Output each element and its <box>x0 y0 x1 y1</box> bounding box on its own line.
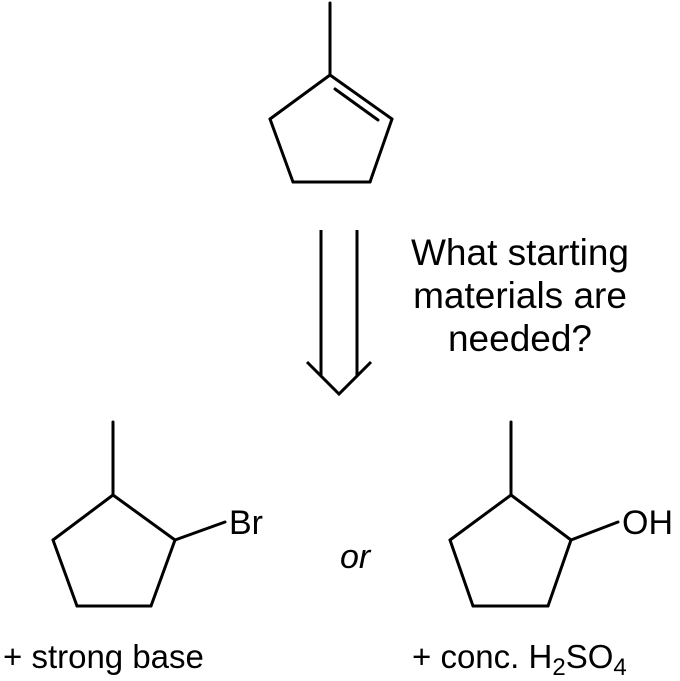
methylcyclopentanol-icon <box>448 420 620 608</box>
ring-bond <box>328 73 394 121</box>
ring-bond <box>51 538 79 608</box>
ring-bond <box>111 493 177 542</box>
acid-subscript-2: 2 <box>552 654 566 681</box>
question-line-2: materials are <box>413 275 627 316</box>
question-text: What starting materials are needed? <box>402 231 638 360</box>
ring-bond <box>368 117 394 184</box>
ring-bond <box>51 493 115 542</box>
ring-bond <box>268 73 332 121</box>
hydroxyl-label: OH <box>622 504 673 542</box>
acid-middle: SO <box>565 638 614 675</box>
ring-bond <box>149 538 177 608</box>
ring-bond <box>509 493 573 542</box>
or-connector: or <box>340 538 371 576</box>
question-line-1: What starting <box>411 232 629 273</box>
bromine-label: Br <box>229 504 263 542</box>
acid-condition: + conc. H2SO4 <box>412 638 627 680</box>
product-methylcyclopentene-icon <box>268 1 394 184</box>
c-br-bond <box>173 520 227 542</box>
acid-subscript-4: 4 <box>613 654 627 681</box>
question-line-3: needed? <box>447 318 593 359</box>
c-o-bond <box>569 520 620 542</box>
retrosynthetic-arrow-icon <box>305 230 373 397</box>
arrow-outline <box>305 230 373 397</box>
ring-bond <box>546 538 573 608</box>
ring-bond <box>268 117 295 184</box>
ring-bond <box>448 538 475 608</box>
bromo-methylcyclopentane-icon <box>51 420 227 608</box>
acid-prefix: + conc. H <box>412 638 553 675</box>
ring-bond <box>448 493 513 542</box>
strong-base-condition: + strong base <box>3 638 204 675</box>
double-bond-inner <box>333 87 380 122</box>
